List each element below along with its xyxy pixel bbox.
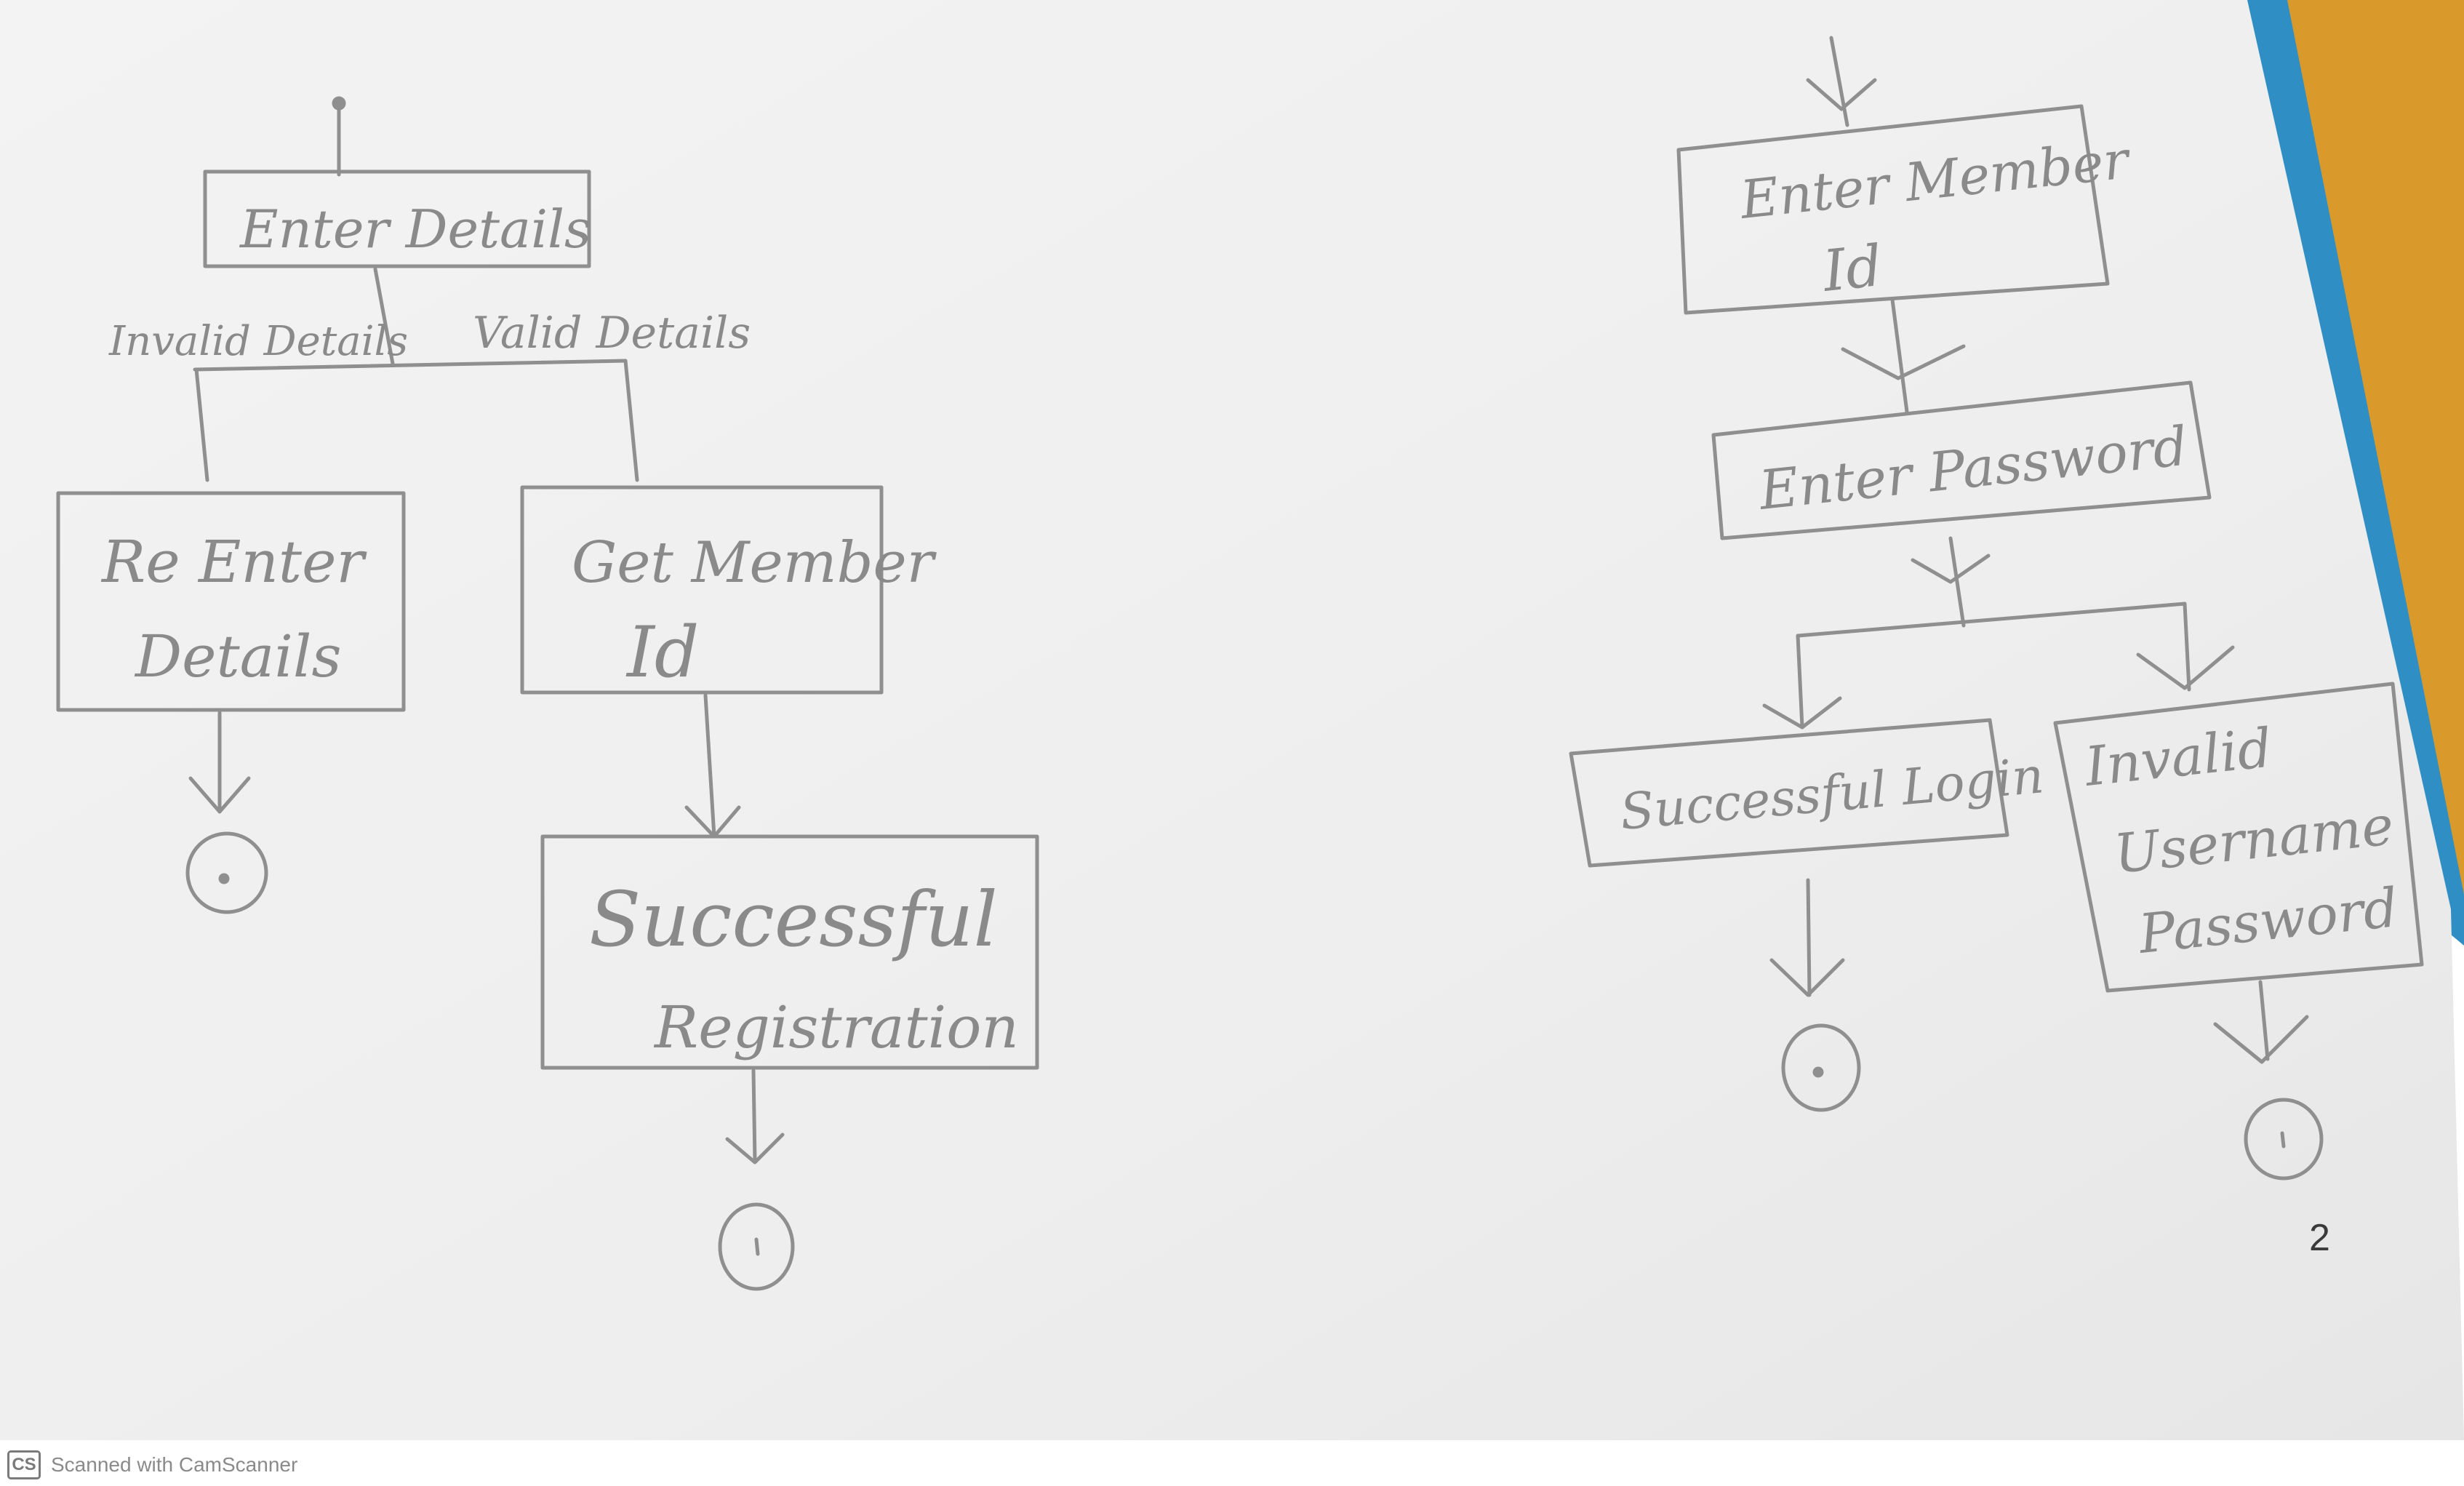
successful-registration-box	[540, 834, 1039, 1070]
invalid-arrow	[2258, 980, 2270, 1061]
right-branch-right-leg	[2183, 602, 2191, 692]
connector-0-left-mark	[218, 873, 230, 884]
connector-1-left-mark	[754, 1237, 760, 1256]
enter-member-id-box	[1676, 104, 2110, 315]
re-enter-arrowhead	[188, 776, 251, 814]
invalid-label-line2: Username	[2111, 794, 2396, 886]
member-id-arrowhead	[1841, 344, 1966, 380]
successful-registration-label-line2: Registration	[653, 994, 1019, 1061]
connector-0-right-mark	[1812, 1066, 1824, 1078]
enter-member-id-label-line1: Enter Member	[1736, 129, 2134, 231]
invalid-arrowhead	[2213, 1015, 2309, 1064]
connector-1-right	[2244, 1098, 2324, 1181]
password-stem	[1948, 536, 1966, 628]
invalid-username-password-box	[2053, 682, 2424, 993]
connector-1-left	[718, 1202, 795, 1291]
invalid-details-label: Invalid Details	[108, 318, 408, 365]
registration-arrow	[751, 1068, 757, 1163]
enter-password-box	[1711, 380, 2212, 540]
right-entry-arrowhead	[1806, 78, 1877, 111]
connector-1-right-mark	[2280, 1131, 2286, 1149]
page-number: 2	[2309, 1217, 2330, 1259]
successful-login-label: Successful Login	[1618, 747, 2047, 842]
right-branch-bar	[1796, 602, 2187, 638]
entry-dot	[332, 96, 346, 111]
camscanner-logo: CS	[7, 1450, 41, 1479]
branch-left-leg	[194, 367, 209, 482]
branch-stem	[373, 267, 395, 366]
get-member-arrow	[703, 693, 716, 839]
scanner-footer: CS Scanned with CamScanner	[0, 1444, 2464, 1486]
invalid-label-line1: Invalid	[2081, 716, 2275, 799]
branch-bar	[193, 359, 628, 372]
get-member-label-line2: Id	[625, 612, 699, 693]
branch-right-leg	[623, 359, 639, 482]
right-branch-left-arrowhead	[1762, 696, 1842, 730]
login-arrow	[1806, 878, 1812, 997]
re-enter-label-line2: Details	[134, 623, 342, 690]
re-enter-label-line1: Re Enter	[100, 528, 367, 596]
get-member-label-line1: Get Member	[572, 530, 937, 596]
enter-details-box	[203, 169, 591, 268]
get-member-id-box	[520, 485, 884, 695]
enter-details-label: Enter Details	[239, 199, 591, 260]
connector-0-right	[1781, 1023, 1861, 1112]
valid-details-label: Valid Details	[473, 308, 751, 359]
login-arrowhead	[1769, 958, 1845, 997]
camscanner-watermark-text: Scanned with CamScanner	[51, 1453, 298, 1476]
right-entry-connector	[1829, 36, 1849, 127]
password-arrowhead	[1911, 554, 1991, 584]
invalid-label-line3: Password	[2135, 876, 2401, 966]
member-id-arrow	[1890, 297, 1909, 414]
successful-login-box	[1569, 718, 2009, 868]
right-branch-right-arrowhead	[2136, 645, 2235, 690]
connector-0-left	[185, 831, 268, 914]
enter-member-id-label-line2: Id	[1819, 233, 1886, 305]
successful-registration-label-line1: Successful	[589, 875, 998, 964]
registration-arrowhead	[725, 1133, 785, 1165]
re-enter-details-box	[56, 491, 406, 712]
right-branch-left-leg	[1796, 634, 1804, 730]
